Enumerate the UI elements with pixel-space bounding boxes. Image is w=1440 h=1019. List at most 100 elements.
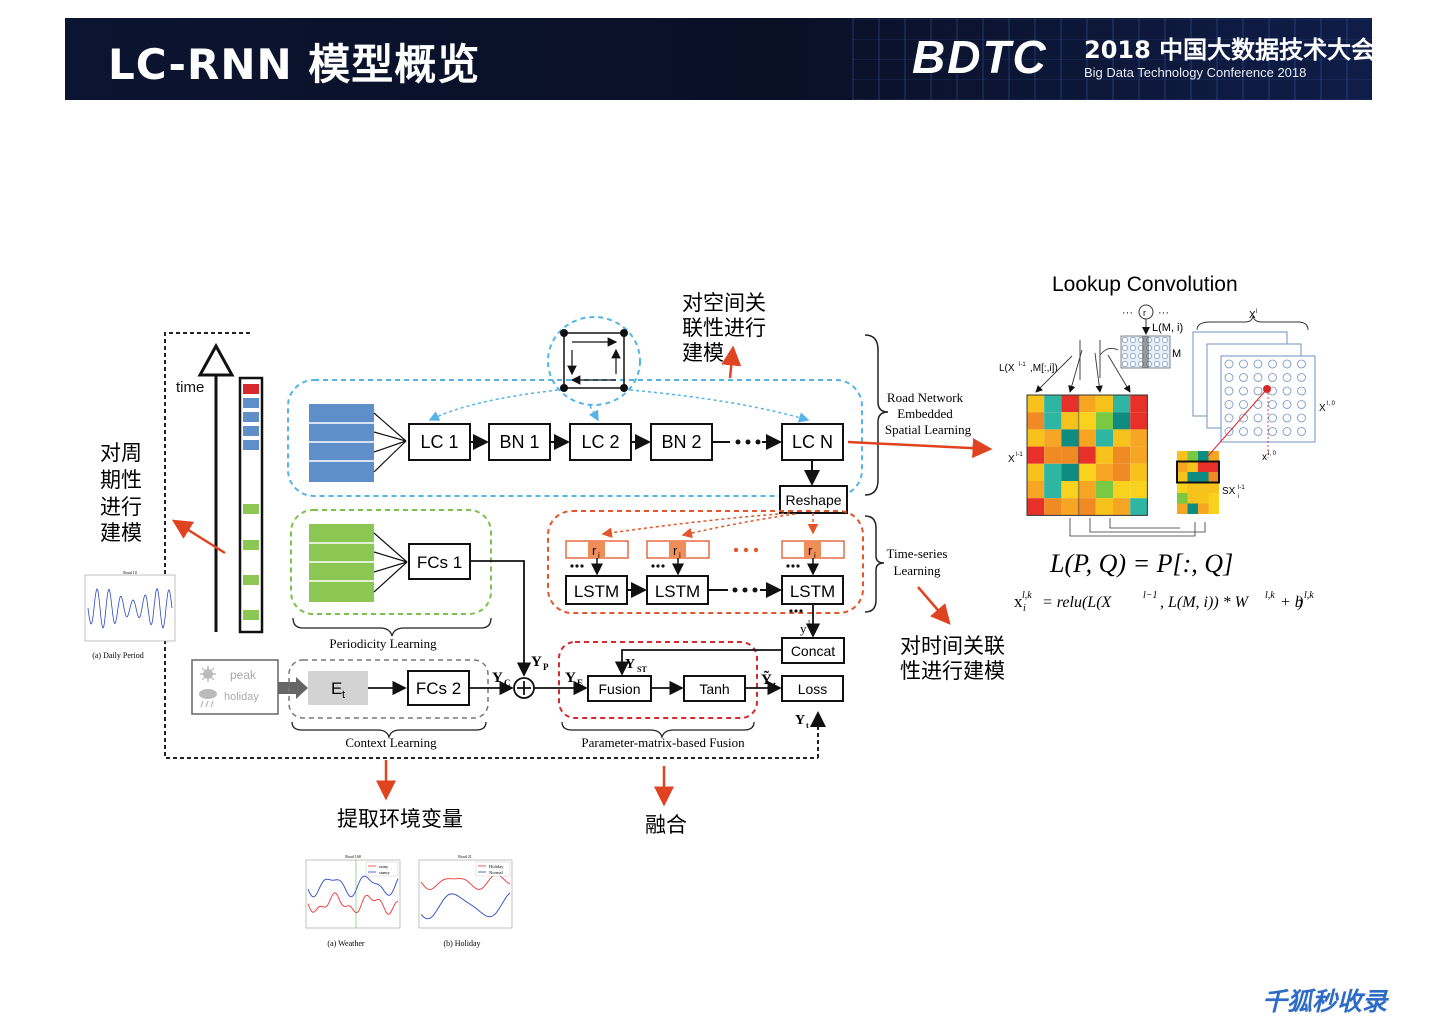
- lookup-top-node: ··· r ···: [1122, 304, 1169, 335]
- small-grid-cell: [1198, 503, 1209, 514]
- tanh-box: Tanh: [683, 675, 746, 702]
- lookup-xl-superscript: l: [1256, 309, 1257, 315]
- grid-cell: [1113, 463, 1131, 481]
- grid-cell: [1130, 463, 1148, 481]
- grid-cell: [1078, 412, 1096, 430]
- loss-label: Loss: [798, 681, 828, 697]
- grid-cell: [1044, 498, 1062, 516]
- header-banner: [65, 18, 1372, 100]
- grid-cell: [1061, 498, 1079, 516]
- small-grid-cell: [1177, 451, 1188, 462]
- lc-2-label: LC 2: [581, 432, 619, 452]
- grid-cell: [1027, 481, 1045, 499]
- grid-cell: [1027, 412, 1045, 430]
- yt-subscript: t: [806, 721, 809, 730]
- grid-cell: [1130, 481, 1148, 499]
- lc-n-box: LC N: [781, 423, 844, 461]
- lookup-sx-label: SX: [1222, 486, 1236, 497]
- grid-cell: [1078, 395, 1096, 413]
- fcs-2-label: FCs 2: [416, 679, 461, 698]
- yp-label: Y: [531, 654, 542, 670]
- small-grid-cell: [1208, 503, 1219, 514]
- grid-cell: [1027, 498, 1045, 516]
- lstm-dots-top: [570, 564, 800, 568]
- lookup-xl0-label: X: [1319, 403, 1326, 414]
- lookup-feature-grid: [1026, 394, 1148, 516]
- time-axis: time: [176, 342, 235, 632]
- grid-cell: [1130, 498, 1148, 516]
- grid-cell: [1130, 395, 1148, 413]
- small-grid-cell: [1187, 503, 1198, 514]
- lookup-output-stack: [1192, 331, 1316, 458]
- yst-subscript: ST: [637, 665, 647, 674]
- grid-cell: [1061, 463, 1079, 481]
- weather-legend-rainy: rainy: [379, 864, 389, 869]
- fcs-2-box: FCs 2: [407, 670, 470, 706]
- small-grid-cell: [1187, 493, 1198, 504]
- lookup-lx-label: L(X: [999, 363, 1015, 374]
- yc-label: Y: [492, 670, 503, 686]
- lookup-r-label: r: [1143, 308, 1146, 318]
- grid-cell: [1113, 481, 1131, 499]
- lookup-connectors: [1035, 340, 1131, 393]
- bdtc-logo: BDTC: [912, 31, 1048, 83]
- grid-cell: [1027, 446, 1045, 464]
- grid-cell: [1113, 412, 1131, 430]
- lookup-xi0-label: x: [1262, 452, 1267, 463]
- grid-cell: [1078, 463, 1096, 481]
- param-fusion-label: Parameter-matrix-based Fusion: [581, 735, 745, 750]
- slide-title: LC-RNN 模型概览: [108, 40, 481, 89]
- lstm-label-2: LSTM: [655, 582, 700, 601]
- grid-cell: [1113, 446, 1131, 464]
- lookup-title: Lookup Convolution: [1052, 273, 1238, 296]
- lc-n-label: LC N: [792, 432, 833, 452]
- grid-cell: [1095, 429, 1113, 447]
- lstm-label-1: LSTM: [574, 582, 619, 601]
- grid-cell: [1061, 412, 1079, 430]
- sequence-column: [238, 376, 264, 634]
- lstm-dots-bottom: [789, 609, 803, 613]
- time-series-label-2: Learning: [894, 563, 941, 578]
- temporal-annotation-2: 性进行建模: [900, 659, 1005, 683]
- conference-name-cn: 2018 中国大数据技术大会: [1084, 36, 1376, 64]
- yl-superscript: l: [808, 619, 811, 628]
- grid-cell: [1078, 481, 1096, 499]
- daily-title: Road 10: [123, 570, 136, 575]
- daily-period-chart: Road 10 (a) Daily Period: [84, 570, 176, 660]
- lookup-lx-tail: ,M[:,i]): [1030, 363, 1058, 374]
- period-annotation-1: 对周: [100, 441, 142, 465]
- road-network-label-3: Spatial Learning: [885, 422, 972, 437]
- grid-cell: [1044, 412, 1062, 430]
- grid-cell: [1078, 429, 1096, 447]
- et-box: E t: [308, 671, 368, 705]
- et-label: E: [331, 679, 342, 698]
- sun-icon: [200, 666, 216, 682]
- et-subscript: t: [342, 689, 345, 701]
- tanh-label: Tanh: [699, 681, 729, 697]
- lookup-xl1-label: X: [1008, 454, 1015, 465]
- grid-cell: [1130, 446, 1148, 464]
- lookup-xl0-superscript: l, 0: [1327, 401, 1336, 407]
- r-label-n: r: [808, 543, 813, 558]
- lookup-m-matrix: [1120, 335, 1171, 369]
- small-grid-cell: [1198, 482, 1209, 493]
- yt-hat-label: Ỹ: [761, 670, 772, 688]
- grid-cell: [1095, 463, 1113, 481]
- small-grid-cell: [1187, 482, 1198, 493]
- ye-subscript: E: [577, 678, 583, 688]
- formula2-mid: , L(M, i)) * W: [1160, 594, 1250, 611]
- reshape-label: Reshape: [785, 492, 841, 508]
- fusion-label: Fusion: [598, 681, 640, 697]
- small-grid-cell: [1208, 482, 1219, 493]
- small-grid-cell: [1177, 482, 1188, 493]
- periodicity-group: [290, 509, 492, 615]
- r-input-2: r i: [646, 540, 710, 560]
- grid-cell: [1027, 395, 1045, 413]
- grid-cell: [1044, 463, 1062, 481]
- grid-cell: [1095, 446, 1113, 464]
- lookup-formula-2: x l,k i = relu(L(X l−1 , L(M, i)) * W l,…: [1014, 590, 1314, 614]
- conference-name-en: Big Data Technology Conference 2018: [1084, 65, 1307, 80]
- periodicity-learning-label: Periodicity Learning: [329, 636, 437, 651]
- svg-text:l,k: l,k: [1022, 590, 1032, 601]
- yst-label: Y: [625, 657, 635, 672]
